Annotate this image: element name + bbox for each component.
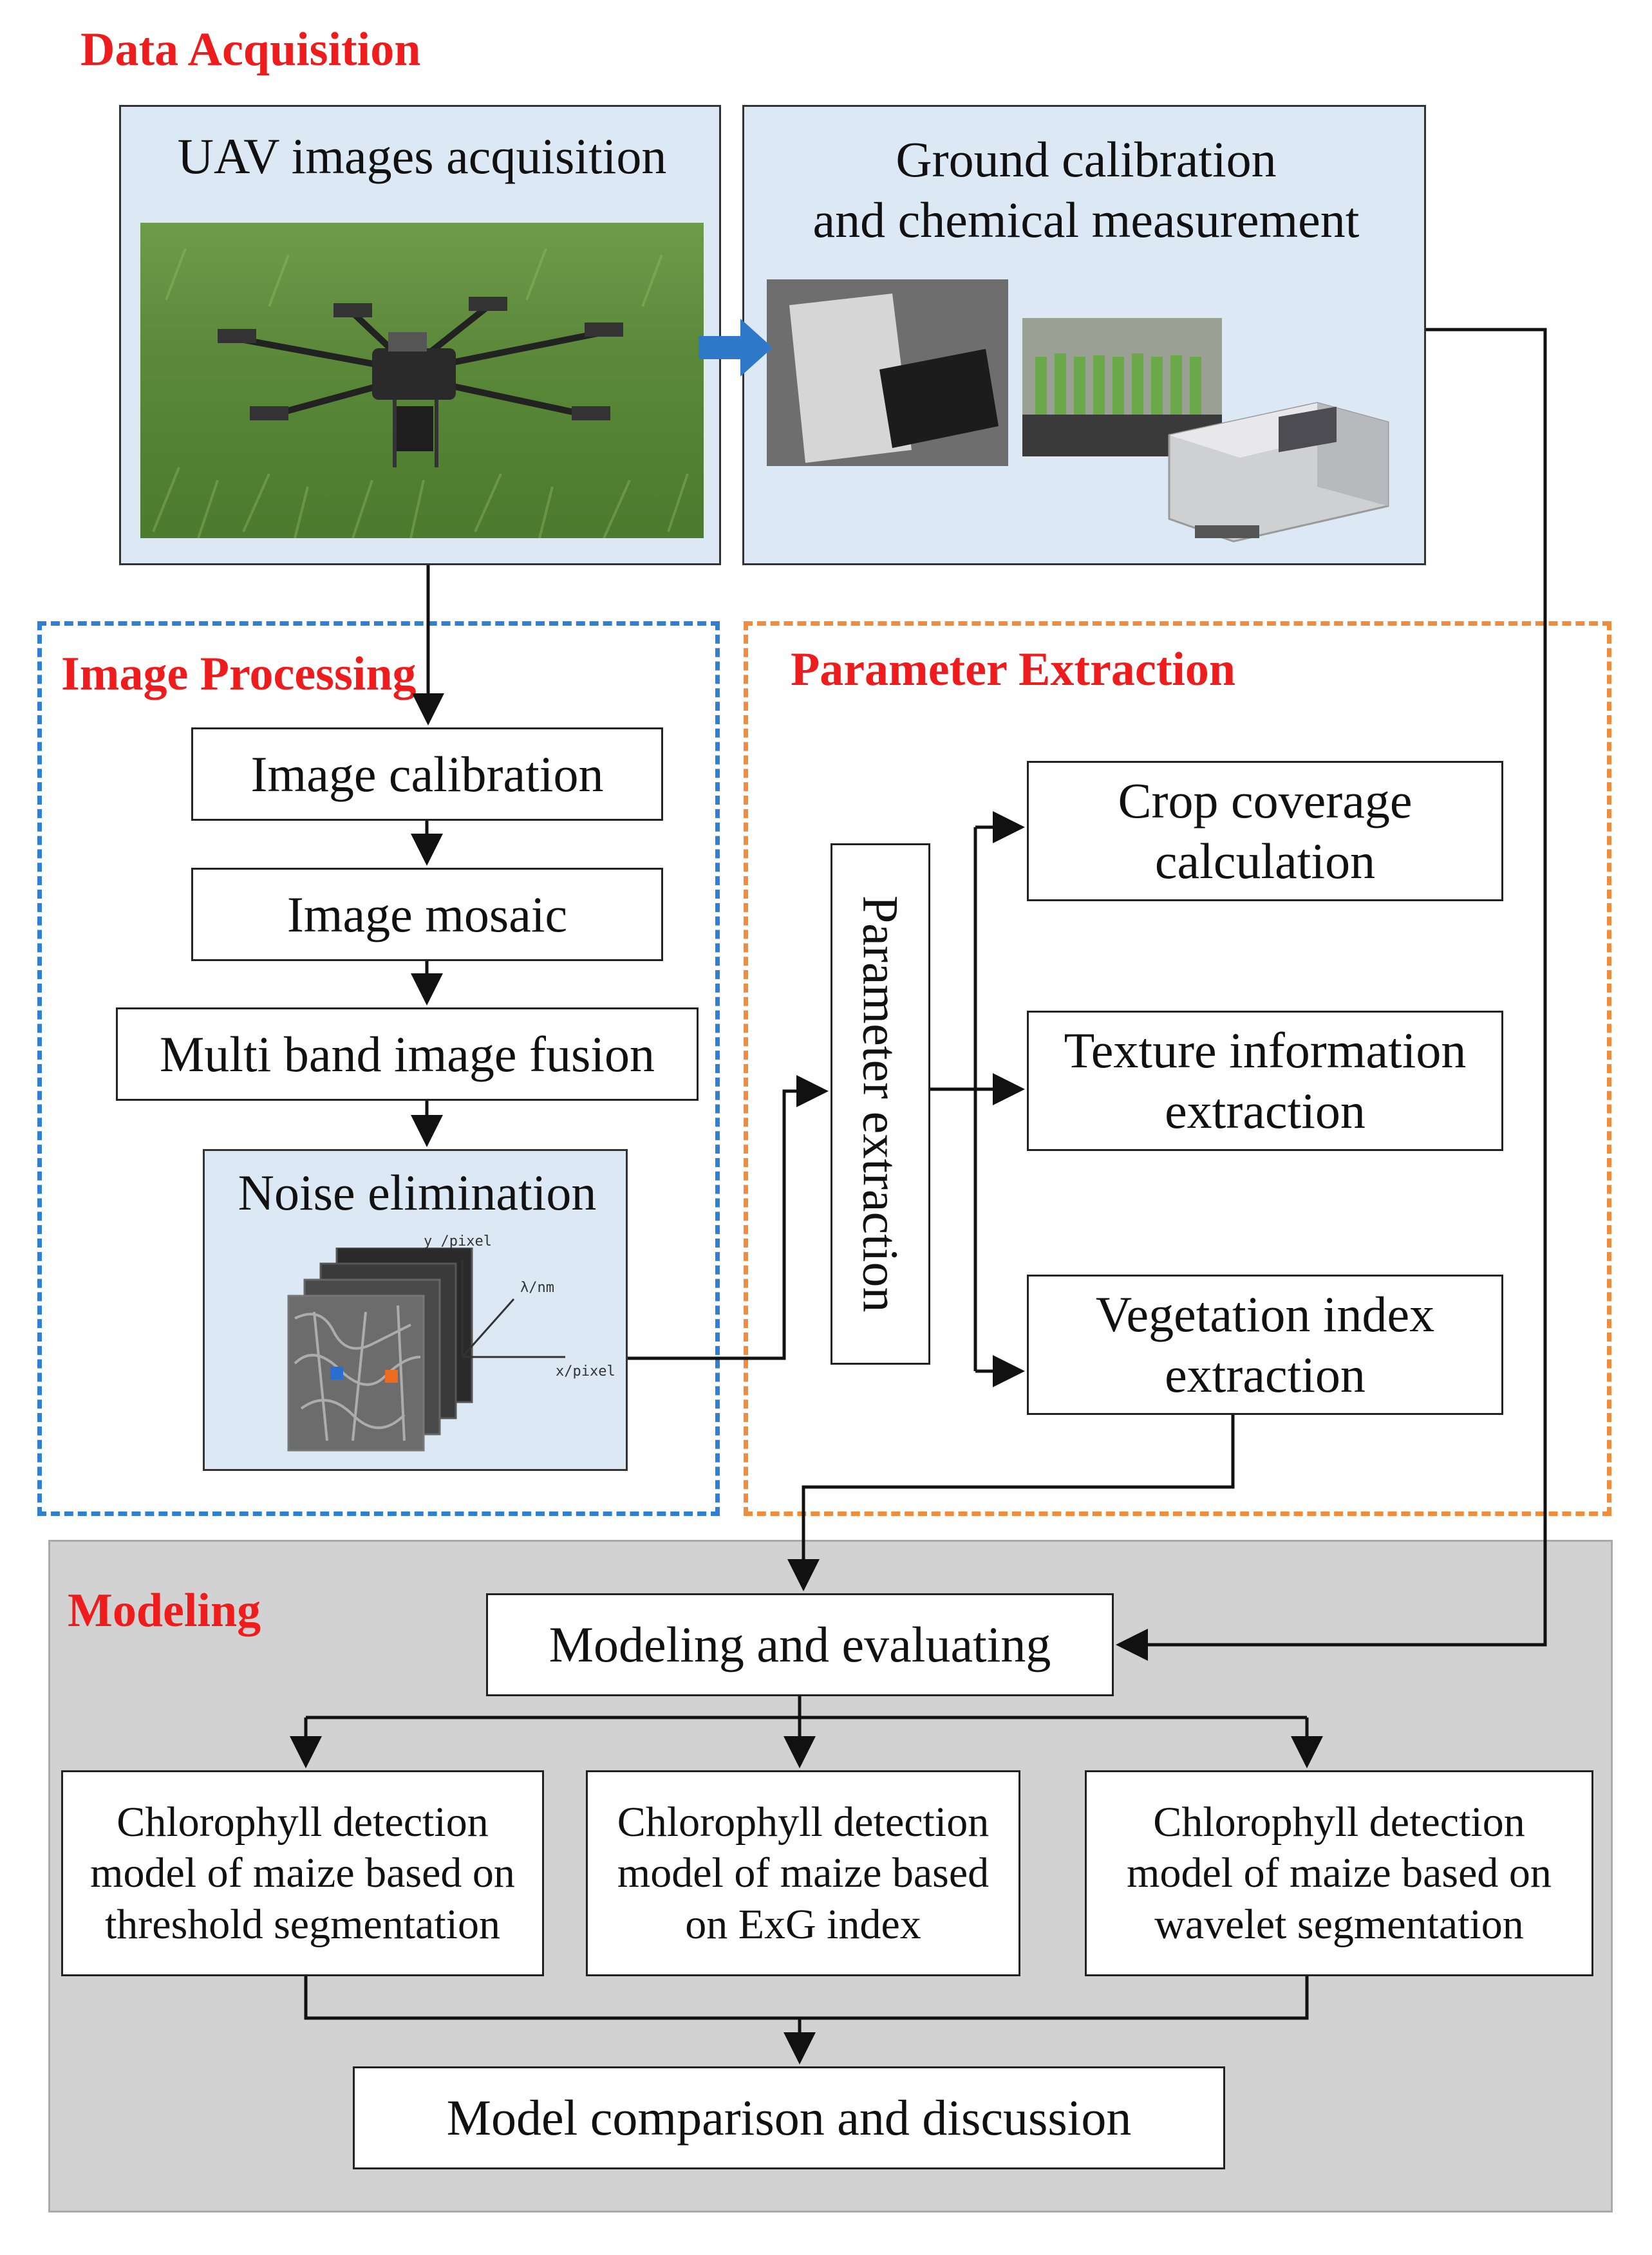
vegetation-index-label: Vegetation index extraction [1095, 1286, 1435, 1403]
arrow-vegetation-to-modeling [787, 1415, 1235, 1591]
noise-elimination-title: Noise elimination [238, 1165, 597, 1221]
data-acquisition-title: Data Acquisition [80, 23, 421, 76]
uav-panel: UAV images acquisition [119, 105, 721, 565]
merge-line [304, 1976, 1309, 2020]
parameter-extraction-label: Parameter extraction [852, 895, 909, 1313]
calibration-photo [767, 279, 1008, 466]
spectrophotometer-photo [1156, 377, 1401, 551]
crop-coverage-label: Crop coverage calculation [1118, 772, 1413, 889]
parameter-extraction-box: Parameter extraction [831, 843, 930, 1365]
modeling-title: Modeling [68, 1584, 261, 1637]
texture-information-box: Texture information extraction [1027, 1011, 1503, 1151]
ground-panel: Ground calibration and chemical measurem… [742, 105, 1426, 565]
ground-panel-title: Ground calibration and chemical measurem… [812, 131, 1360, 248]
parameter-extraction-title: Parameter Extraction [791, 643, 1236, 696]
texture-information-label: Texture information extraction [1064, 1022, 1467, 1139]
crop-coverage-box: Crop coverage calculation [1027, 761, 1503, 901]
uav-panel-title: UAV images acquisition [177, 128, 667, 184]
image-calibration-label: Image calibration [250, 745, 604, 802]
vegetation-index-box: Vegetation index extraction [1027, 1275, 1503, 1415]
drone-photo [140, 223, 704, 538]
axis-x-label: x/pixel [556, 1363, 615, 1380]
image-mosaic-label: Image mosaic [286, 886, 568, 942]
wavelet-model-label: Chlorophyll detection model of maize bas… [1127, 1799, 1552, 1948]
model-comparison-box: Model comparison and discussion [353, 2066, 1225, 2169]
axis-lambda-label: λ/nm [520, 1280, 554, 1296]
threshold-model-box: Chlorophyll detection model of maize bas… [61, 1770, 544, 1976]
exg-model-box: Chlorophyll detection model of maize bas… [586, 1770, 1020, 1976]
image-mosaic-box: Image mosaic [191, 868, 663, 961]
modeling-evaluating-box: Modeling and evaluating [486, 1593, 1114, 1696]
axis-y-label: y /pixel [424, 1233, 492, 1249]
image-stack [276, 1246, 546, 1460]
noise-elimination-panel: Noise elimination y /pixel λ/nm x/pixel [203, 1149, 628, 1471]
band-fusion-label: Multi band image fusion [159, 1025, 655, 1082]
image-processing-frame [37, 621, 720, 1516]
wavelet-model-box: Chlorophyll detection model of maize bas… [1085, 1770, 1593, 1976]
image-processing-title: Image Processing [61, 648, 417, 700]
modeling-evaluating-label: Modeling and evaluating [549, 1616, 1051, 1673]
parameter-extraction-frame [744, 621, 1611, 1516]
exg-model-label: Chlorophyll detection model of maize bas… [617, 1799, 990, 1948]
axes-icon [461, 1260, 565, 1358]
band-fusion-box: Multi band image fusion [116, 1007, 699, 1101]
image-calibration-box: Image calibration [191, 727, 663, 821]
arrow-noise-to-extraction [628, 1075, 829, 1360]
blue-arrow-icon [699, 319, 773, 377]
arrow-ground-to-modeling [1116, 328, 1547, 1661]
lab-photo [1022, 318, 1222, 456]
threshold-model-label: Chlorophyll detection model of maize bas… [90, 1799, 515, 1948]
model-comparison-label: Model comparison and discussion [446, 2090, 1132, 2146]
